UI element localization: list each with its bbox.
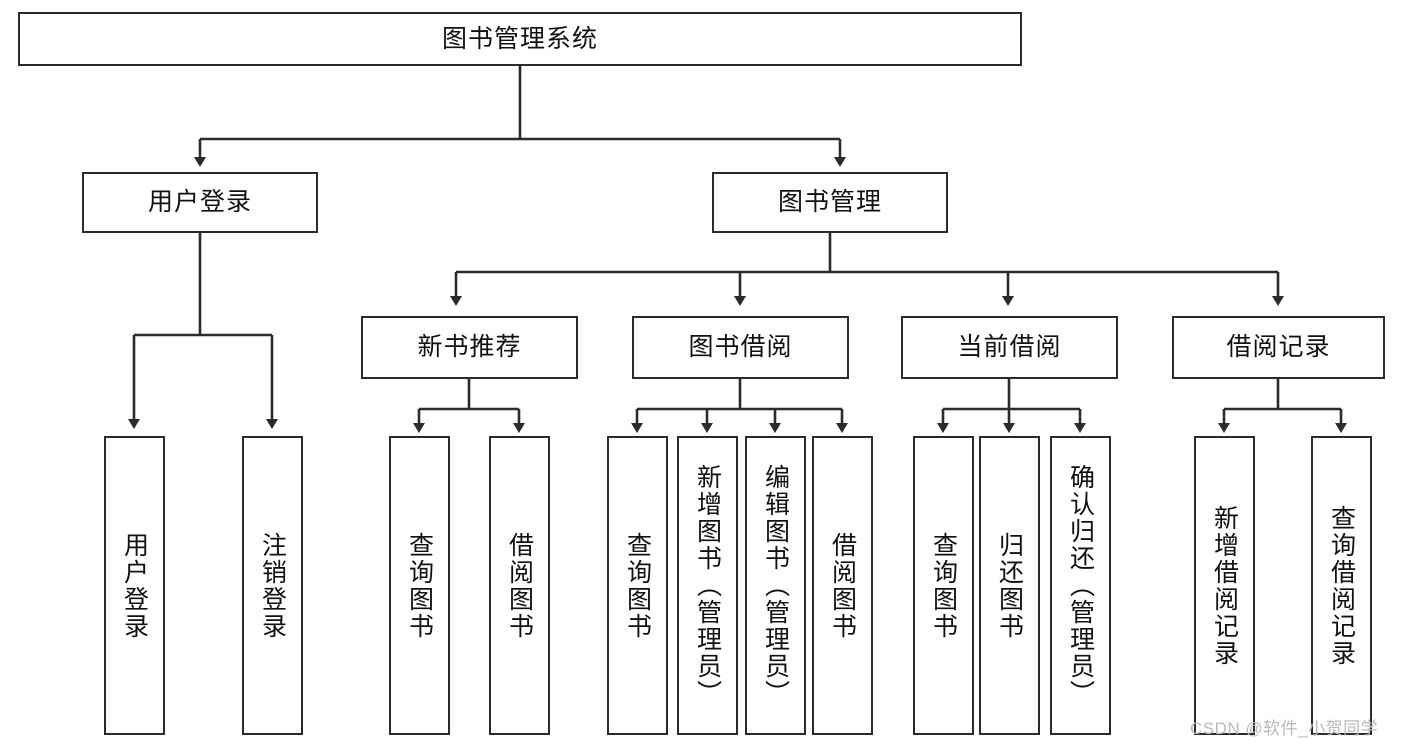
node-label: 注销登录 (258, 531, 287, 640)
leaf-query-borrow-record[interactable]: 查询借阅记录 (1311, 436, 1372, 735)
node-label: 图书借阅 (688, 333, 793, 361)
node-label: 借阅记录 (1226, 333, 1331, 361)
node-label: 图书管理系统 (441, 24, 598, 53)
node-label: 查询图书 (405, 531, 434, 640)
node-label: 确认归还（管理员） (1066, 464, 1095, 707)
node-label: 新增借阅记录 (1210, 504, 1239, 667)
leaf-confirm-return-admin[interactable]: 确认归还（管理员） (1050, 436, 1111, 735)
watermark: CSDN @软件_小贺同学 (1190, 719, 1379, 738)
node-label: 当前借阅 (957, 333, 1062, 361)
node-label: 查询借阅记录 (1327, 504, 1356, 667)
node-label: 新增图书（管理员） (693, 464, 722, 707)
node-label: 归还图书 (995, 531, 1024, 640)
node-label: 用户登录 (120, 531, 149, 640)
node-label: 借阅图书 (828, 531, 857, 640)
node-book-management[interactable]: 图书管理 (712, 172, 948, 233)
node-label: 查询图书 (623, 531, 652, 640)
leaf-query-book-recommend[interactable]: 查询图书 (389, 436, 450, 735)
node-label: 新书推荐 (417, 333, 522, 361)
leaf-query-book-current[interactable]: 查询图书 (913, 436, 974, 735)
node-label: 查询图书 (929, 531, 958, 640)
leaf-query-book-borrow[interactable]: 查询图书 (607, 436, 668, 735)
node-borrow-record[interactable]: 借阅记录 (1172, 316, 1385, 379)
leaf-edit-book-admin[interactable]: 编辑图书（管理员） (745, 436, 806, 735)
node-book-borrow[interactable]: 图书借阅 (632, 316, 849, 379)
node-label: 用户登录 (147, 188, 252, 216)
node-label: 图书管理 (777, 188, 882, 216)
leaf-add-borrow-record[interactable]: 新增借阅记录 (1194, 436, 1255, 735)
node-root-system[interactable]: 图书管理系统 (18, 12, 1022, 66)
leaf-logout-login[interactable]: 注销登录 (242, 436, 303, 735)
node-new-book-recommend[interactable]: 新书推荐 (361, 316, 578, 379)
leaf-borrow-book[interactable]: 借阅图书 (812, 436, 873, 735)
leaf-borrow-book-recommend[interactable]: 借阅图书 (489, 436, 550, 735)
leaf-add-book-admin[interactable]: 新增图书（管理员） (677, 436, 738, 735)
leaf-return-book[interactable]: 归还图书 (979, 436, 1040, 735)
node-user-login[interactable]: 用户登录 (82, 172, 318, 233)
node-label: 借阅图书 (505, 531, 534, 640)
node-current-borrow[interactable]: 当前借阅 (901, 316, 1118, 379)
leaf-user-login[interactable]: 用户登录 (104, 436, 165, 735)
node-label: 编辑图书（管理员） (761, 464, 790, 707)
